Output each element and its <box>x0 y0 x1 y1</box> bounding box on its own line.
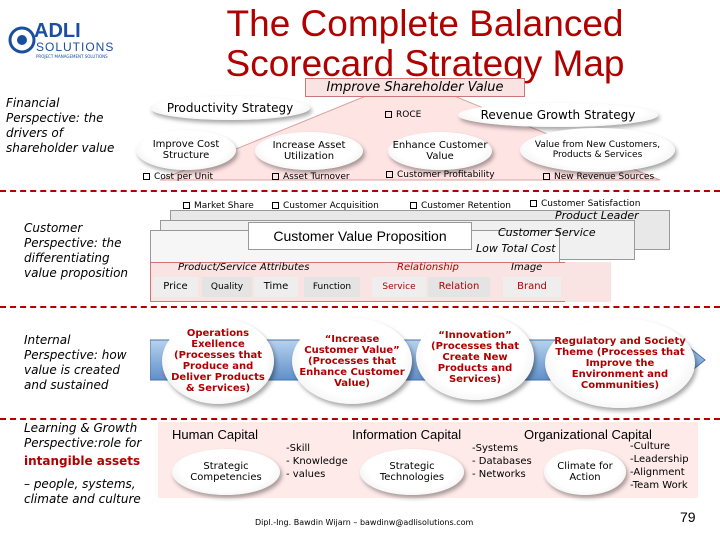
regulatory-society-text: Regulatory and Society Theme (Processes … <box>554 335 686 391</box>
price-cell: Price <box>153 277 198 297</box>
customer-retention-text: Customer Retention <box>421 201 511 211</box>
customer-retention-bullet: Customer Retention <box>410 201 511 211</box>
roce-text: ROCE <box>396 110 422 120</box>
cost-per-unit-bullet: Cost per Unit <box>143 172 213 182</box>
cost-per-unit-text: Cost per Unit <box>154 172 214 182</box>
climate-for-action-text: Climate for Action <box>557 461 613 483</box>
improve-cost-structure-text: Improve Cost Structure <box>152 139 220 161</box>
improve-shareholder-value-text: Improve Shareholder Value <box>326 80 504 95</box>
customer-profitability-bullet: Customer Profitability <box>386 170 495 180</box>
new-revenue-bullet: New Revenue Sources <box>543 172 654 182</box>
enhance-customer-value-text: Enhance Customer Value <box>392 140 488 162</box>
roce-bullet: ROCE <box>385 110 421 120</box>
revenue-growth-strategy-text: Revenue Growth Strategy <box>480 108 636 122</box>
customer-acquisition-text: Customer Acquisition <box>283 201 379 211</box>
learning-perspective-label: Learning & Growth Perspective:role for <box>24 421 142 450</box>
increase-asset-utilization: Increase Asset Utilization <box>255 132 363 170</box>
operations-excellence: Operations Exellence (Processes that Pro… <box>162 318 274 404</box>
culture-list: -Culture -Leadership -Alignment -Team Wo… <box>630 441 689 491</box>
climate-for-action: Climate for Action <box>544 449 626 495</box>
attributes-bar-ext <box>565 262 611 302</box>
increase-customer-value: “Increase Customer Value” (Processes tha… <box>292 318 412 404</box>
logo-tagline: PROJECT MANAGEMENT SOLUTIONS <box>36 54 108 59</box>
strategic-technologies-text: Strategic Technologies <box>379 461 445 483</box>
asset-turnover-text: Asset Turnover <box>283 172 350 182</box>
market-share-bullet: Market Share <box>183 201 254 211</box>
improve-cost-structure: Improve Cost Structure <box>136 130 236 170</box>
regulatory-society: Regulatory and Society Theme (Processes … <box>545 318 695 408</box>
improve-shareholder-value: Improve Shareholder Value <box>305 78 525 97</box>
strategic-technologies: Strategic Technologies <box>360 449 464 495</box>
brand-cell: Brand <box>503 277 561 297</box>
skill-list: -Skill - Knowledge - values <box>286 443 348 480</box>
customer-satisfaction-bullet: Customer Satisfaction <box>530 199 640 209</box>
relation-cell: Relation <box>428 277 490 297</box>
logo <box>8 18 118 66</box>
logo-icon <box>8 26 36 54</box>
divider-financial <box>0 190 720 192</box>
increase-asset-utilization-text: Increase Asset Utilization <box>272 140 346 162</box>
page-title: The Complete Balanced Scorecard Strategy… <box>225 3 625 84</box>
image-label: Image <box>511 262 543 273</box>
operations-excellence-text: Operations Exellence (Processes that Pro… <box>171 328 265 394</box>
page-number: 79 <box>680 509 696 525</box>
quality-cell: Quality <box>202 277 252 297</box>
logo-name: ADLI <box>34 20 81 42</box>
function-cell: Function <box>304 277 360 297</box>
revenue-growth-strategy: Revenue Growth Strategy <box>458 103 658 127</box>
learning-perspective-label-b: intangible assets <box>24 454 141 468</box>
information-capital: Information Capital <box>352 427 462 442</box>
new-revenue-text: New Revenue Sources <box>554 172 655 182</box>
product-leader: Product Leader <box>555 209 639 222</box>
learning-perspective-label-c: – people, systems, climate and culture <box>24 477 141 506</box>
divider-internal <box>0 418 720 420</box>
internal-perspective-label: Internal Perspective: how value is creat… <box>24 333 127 392</box>
enhance-customer-value: Enhance Customer Value <box>388 132 492 170</box>
increase-customer-value-text: “Increase Customer Value” (Processes tha… <box>299 333 405 389</box>
service-cell: Service <box>372 277 426 297</box>
customer-profitability-text: Customer Profitability <box>397 170 495 180</box>
systems-list: -Systems - Databases - Networks <box>472 443 532 480</box>
innovation: “Innovation” (Processes that Create New … <box>416 314 534 400</box>
footer-text: Dipl.-Ing. Bawdin Wijarn – bawdinw@adlis… <box>255 518 474 527</box>
customer-perspective-label: Customer Perspective: the differentiatin… <box>24 221 129 280</box>
relationship-label: Relationship <box>397 262 459 273</box>
customer-service: Customer Service <box>498 226 596 239</box>
product-service-attributes: Product/Service Attributes <box>178 262 310 273</box>
market-share-text: Market Share <box>194 201 254 211</box>
divider-customer <box>0 306 720 308</box>
innovation-text: “Innovation” (Processes that Create New … <box>431 329 519 385</box>
financial-perspective-label: Financial Perspective: the drivers of sh… <box>6 96 115 155</box>
strategic-competencies-text: Strategic Competencies <box>190 461 262 483</box>
time-cell: Time <box>254 277 298 297</box>
customer-satisfaction-text: Customer Satisfaction <box>541 199 641 209</box>
organizational-capital: Organizational Capital <box>524 427 652 442</box>
human-capital: Human Capital <box>172 427 258 442</box>
low-total-cost: Low Total Cost <box>476 242 556 255</box>
logo-sub: SOLUTIONS <box>36 40 115 54</box>
customer-acquisition-bullet: Customer Acquisition <box>272 201 379 211</box>
asset-turnover-bullet: Asset Turnover <box>272 172 350 182</box>
customer-value-proposition: Customer Value Proposition <box>248 222 472 250</box>
strategic-competencies: Strategic Competencies <box>172 449 280 495</box>
productivity-strategy: Productivity Strategy <box>150 96 310 120</box>
value-from-new-text: Value from New Customers, Products & Ser… <box>534 140 661 160</box>
productivity-strategy-text: Productivity Strategy <box>166 101 294 115</box>
value-from-new: Value from New Customers, Products & Ser… <box>520 128 675 172</box>
